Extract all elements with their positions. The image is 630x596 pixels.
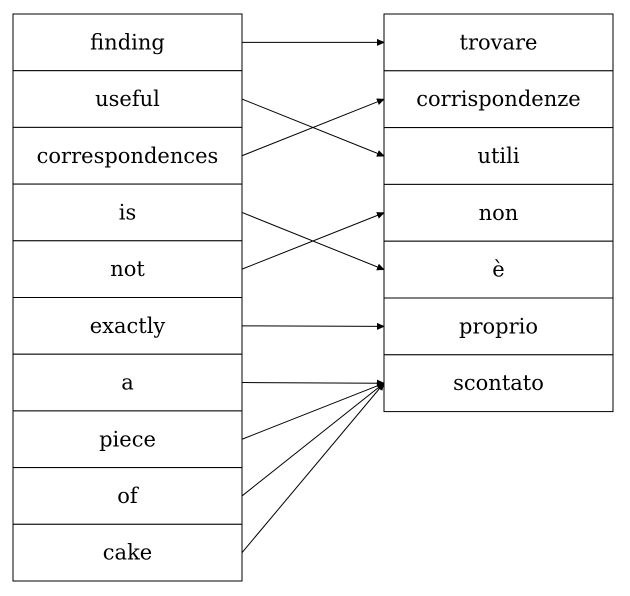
alignment-arrow-8 <box>241 382 385 497</box>
alignment-arrow-4 <box>241 212 385 270</box>
source-word-6-box <box>12 353 243 412</box>
target-word-5-box <box>383 297 614 356</box>
target-column: trovare corrispondenze utili non è proprio sco… <box>383 13 614 413</box>
alignment-arrow-2 <box>241 98 385 157</box>
target-word-1-box <box>383 70 614 129</box>
target-word-1-label: corrispondenze <box>416 87 580 111</box>
source-word-3-box <box>12 183 243 242</box>
source-word-4-label: not <box>110 257 145 281</box>
source-word-6-label: a <box>121 371 134 395</box>
source-word-8-label: of <box>117 484 140 508</box>
target-word-4-box <box>383 240 614 299</box>
source-word-1-label: useful <box>95 87 160 111</box>
source-word-5-box <box>12 297 243 355</box>
source-word-2-box <box>12 126 243 185</box>
source-word-5-label: exactly <box>90 314 166 338</box>
source-word-8-box <box>12 467 243 525</box>
target-word-5-label: proprio <box>459 314 538 338</box>
source-word-3-label: is <box>119 200 137 224</box>
target-word-6-label: scontato <box>453 371 544 395</box>
source-word-0-label: finding <box>90 30 165 54</box>
target-word-4-label: è <box>492 258 504 282</box>
alignment-arrow-5 <box>241 322 385 330</box>
target-word-2-label: utili <box>477 144 519 168</box>
target-word-6-box <box>383 354 614 413</box>
source-word-2-label: correspondences <box>37 144 219 168</box>
alignment-arrow-6 <box>241 379 385 387</box>
alignment-arrow-9 <box>241 382 385 553</box>
source-word-4-box <box>12 240 243 299</box>
source-column: finding useful correspondences is not exactly… <box>12 13 243 582</box>
target-word-0-box <box>383 13 614 72</box>
alignment-links <box>241 38 385 553</box>
target-word-3-label: non <box>479 201 519 225</box>
target-word-3-box <box>383 183 614 242</box>
source-word-7-label: piece <box>99 427 156 451</box>
alignment-arrow-7 <box>241 382 385 440</box>
source-word-7-box <box>12 410 243 469</box>
source-word-9-box <box>12 523 243 582</box>
target-word-0-label: trovare <box>460 30 538 54</box>
source-word-9-label: cake <box>103 541 152 565</box>
source-word-0-box <box>12 13 243 72</box>
